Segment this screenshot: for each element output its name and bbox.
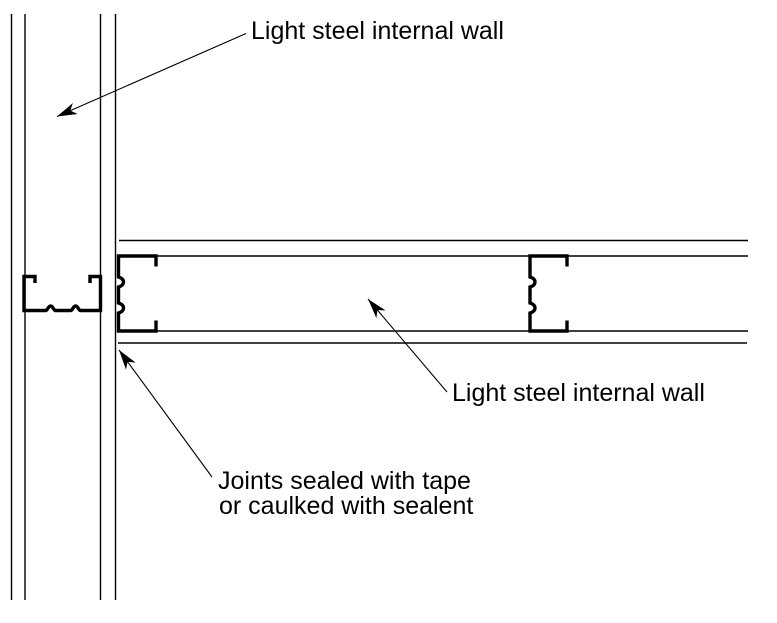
label-horizontal-wall: Light steel internal wall	[452, 379, 705, 407]
leader-arrow-horizontal-wall	[367, 298, 448, 393]
leader-arrows	[56, 32, 448, 478]
label-joint-note-line1: Joints sealed with tape	[218, 467, 471, 495]
horizontal-wall	[118, 239, 748, 344]
leader-arrow-vertical-wall	[56, 32, 247, 118]
leader-arrow-joint	[118, 349, 213, 478]
steel-studs	[22, 254, 569, 333]
label-vertical-wall: Light steel internal wall	[251, 17, 504, 45]
steel-stud-vertical-wall	[22, 274, 103, 313]
steel-stud-horizontal-wall	[528, 254, 569, 333]
steel-stud-junction	[116, 254, 158, 333]
label-joint-note-line2: or caulked with sealent	[219, 492, 473, 520]
